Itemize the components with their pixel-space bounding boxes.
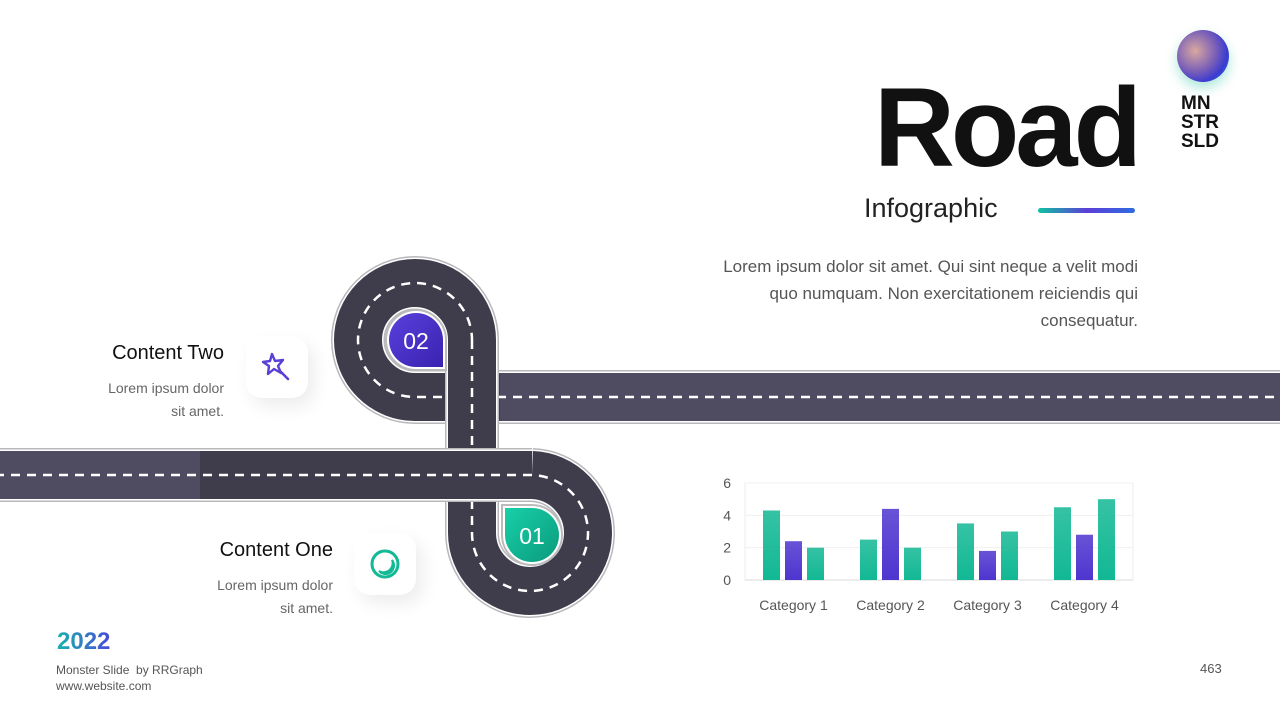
page-number: 463 [1200,661,1222,676]
moon-clock-icon [370,549,400,579]
bar-4-2 [1076,534,1093,580]
page-title: Road [874,65,1142,190]
y-tick-label: 0 [723,572,731,588]
x-tick-label: Category 3 [953,597,1022,613]
bar-2-2 [882,508,899,580]
footer-website: www.website.com [56,679,152,693]
content-one-text: Lorem ipsum dolor sit amet. [133,574,333,620]
road-segment-upper [331,256,1280,424]
y-tick-label: 6 [723,475,731,491]
content-one-icon-box [354,533,416,595]
content-two-text-line: sit amet. [171,403,224,419]
plot-area [744,482,1134,581]
bar-3-2 [979,550,996,580]
magic-wand-star-icon [261,352,290,381]
content-one-text-line: Lorem ipsum dolor [217,577,333,593]
content-one-text-line: sit amet. [280,600,333,616]
bar-1-3 [807,547,824,580]
header-description: Lorem ipsum dolor sit amet. Qui sint neq… [723,257,1138,330]
content-one-title: Content One [219,539,333,561]
bar-1-2 [785,541,802,580]
bar-2-1 [860,539,877,580]
x-tick-label: Category 2 [856,597,925,613]
footer-year: 2022 [57,628,111,655]
marker-02: 02 [385,309,447,371]
logo-icon [1177,30,1229,82]
logo-line: MN [1181,93,1211,114]
marker-02-label: 02 [403,328,429,354]
logo-line: SLD [1181,131,1219,152]
bar-2-3 [904,547,921,580]
footer-credit-text: Monster Slide by RRGraph [56,663,203,677]
page-subtitle: Infographic [864,193,998,223]
bar-1-1 [763,510,780,580]
logo-text: MN STR SLD [1181,94,1219,151]
road-segment-vertical [445,340,615,618]
content-two-title: Content Two [112,342,224,364]
content-two-icon-box [246,336,308,398]
logo-line: STR [1181,112,1219,133]
bar-3-1 [957,523,974,580]
bar-4-3 [1098,499,1115,580]
content-two-text: Lorem ipsum dolor sit amet. [24,377,224,423]
bar-4-1 [1054,507,1071,580]
marker-01-label: 01 [519,523,545,549]
x-tick-label: Category 4 [1050,597,1119,613]
content-two-text-line: Lorem ipsum dolor [108,380,224,396]
x-tick-label: Category 1 [759,597,828,613]
footer-credit: Monster Slide by RRGraph www.website.com [56,662,203,694]
bar-3-3 [1001,531,1018,580]
marker-01: 01 [501,504,563,566]
y-tick-label: 4 [723,507,731,523]
subtitle-underline [1038,208,1135,213]
y-tick-label: 2 [723,540,731,556]
